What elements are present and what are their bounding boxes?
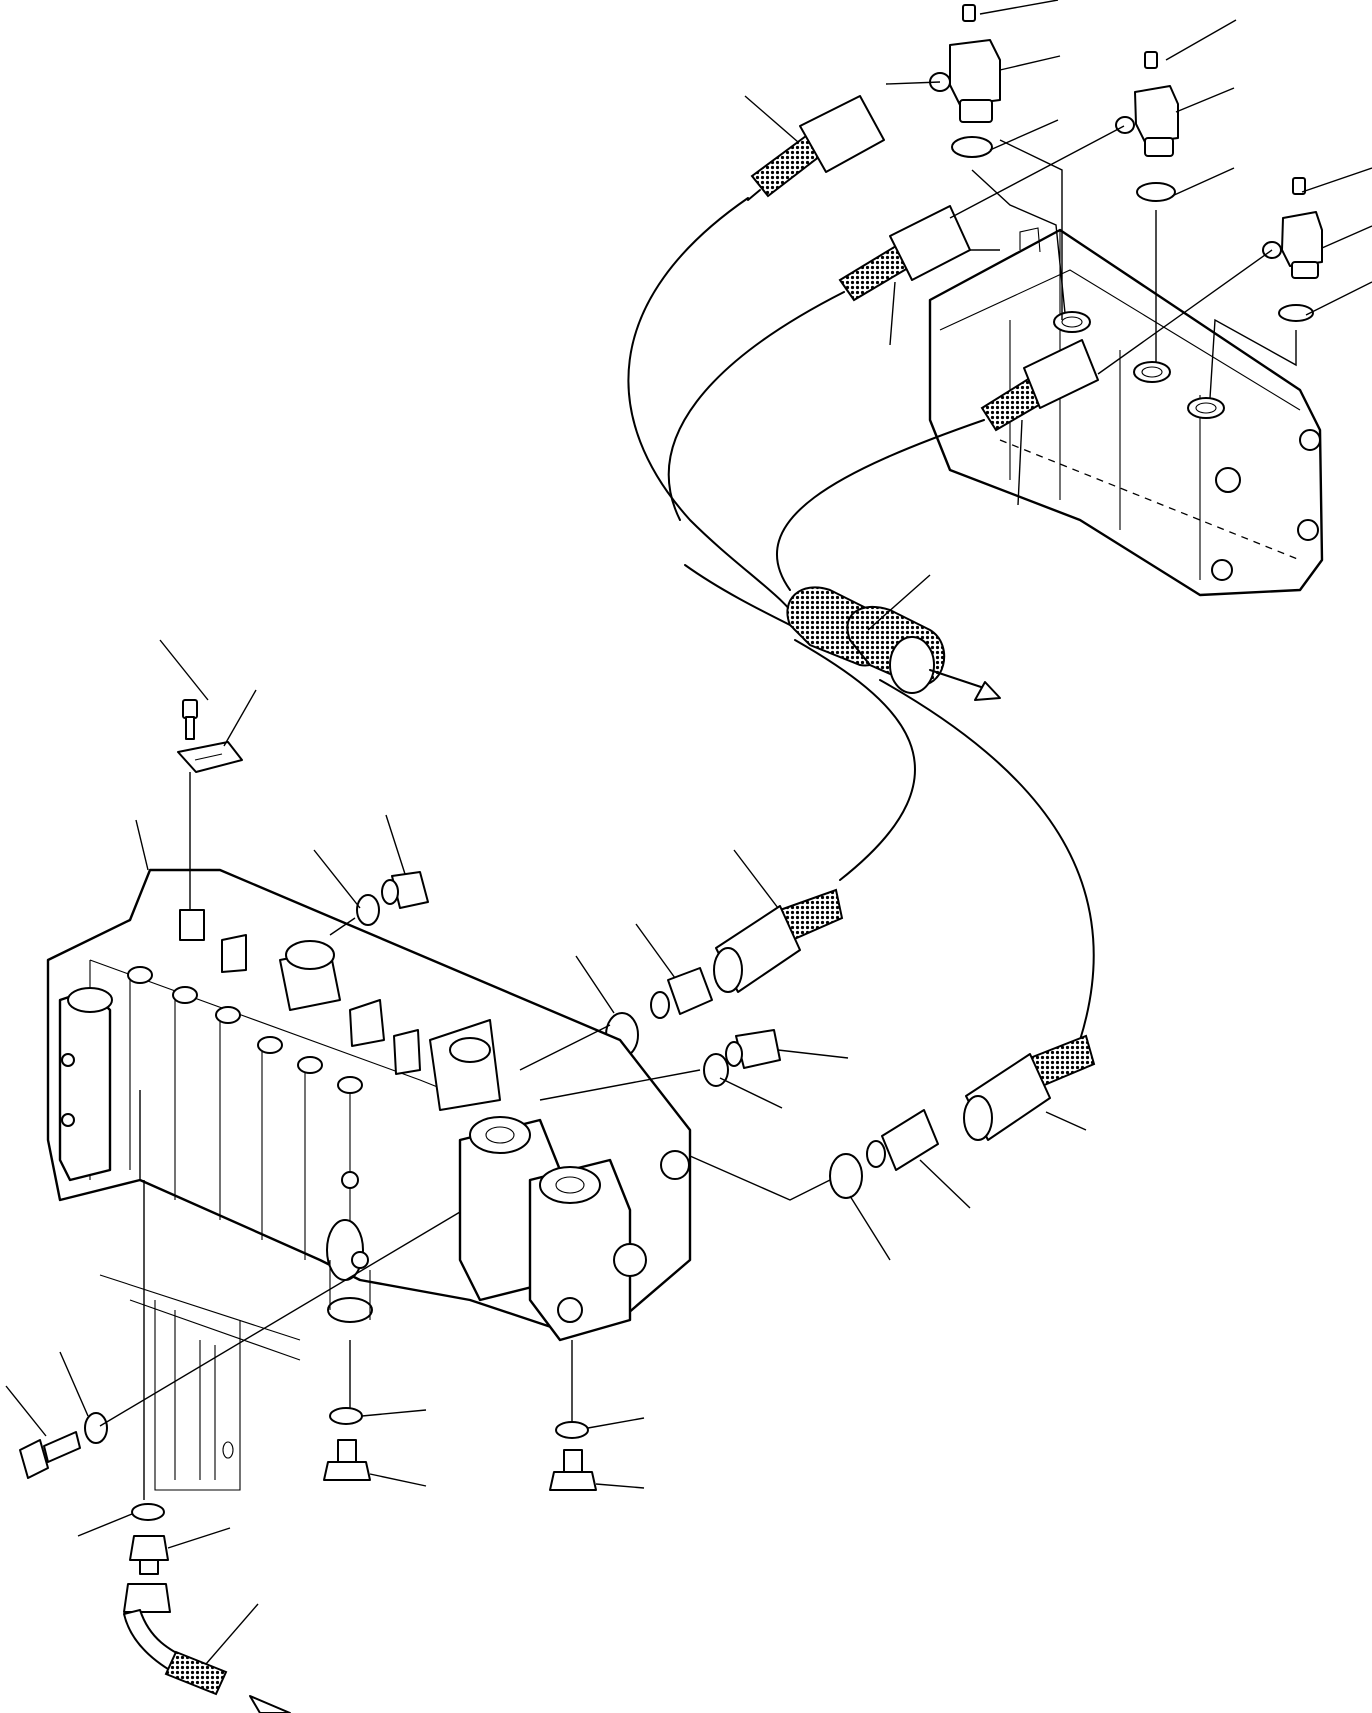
hydraulic-pump	[928, 227, 1324, 597]
adapter-mid-2	[866, 1109, 939, 1171]
plug-top	[381, 871, 429, 909]
adapter-inlet	[129, 1535, 169, 1575]
hose-fitting-top-1	[747, 95, 885, 201]
hose-3	[776, 419, 985, 591]
plug-bottom-2	[549, 1449, 597, 1491]
o-ring-bottom-2	[555, 1421, 589, 1439]
plug-mid	[725, 1029, 781, 1069]
elbow-fitting-1	[929, 4, 1001, 158]
clamp-plate	[177, 741, 243, 773]
o-ring-top	[356, 894, 380, 926]
plug-bottom-1	[323, 1439, 371, 1481]
elbow-fitting-3	[1262, 177, 1323, 322]
callout-leaders	[5, 0, 1372, 1665]
hose-2	[667, 291, 845, 521]
mounting-bracket	[99, 1274, 301, 1491]
adapter-mid-1	[650, 967, 713, 1019]
o-ring-bottom-1	[329, 1407, 363, 1425]
o-ring-inlet	[131, 1503, 165, 1521]
washer	[84, 1412, 108, 1444]
hose-clamp	[786, 574, 946, 694]
hose-fitting-mid-1	[713, 888, 844, 993]
bolt	[19, 1431, 81, 1479]
control-valve	[46, 868, 692, 1342]
elbow-fitting-2	[1115, 51, 1179, 202]
hose-fitting-top-3	[980, 339, 1099, 432]
o-ring-mid-2	[703, 1053, 729, 1087]
hose-1	[627, 197, 801, 626]
cap-screw	[182, 699, 198, 740]
hose-fitting-mid-2	[963, 1034, 1096, 1141]
hose-fitting-top-2	[838, 205, 971, 302]
o-ring-mid-3	[829, 1153, 863, 1199]
hose-fitting-inlet	[123, 1583, 228, 1696]
